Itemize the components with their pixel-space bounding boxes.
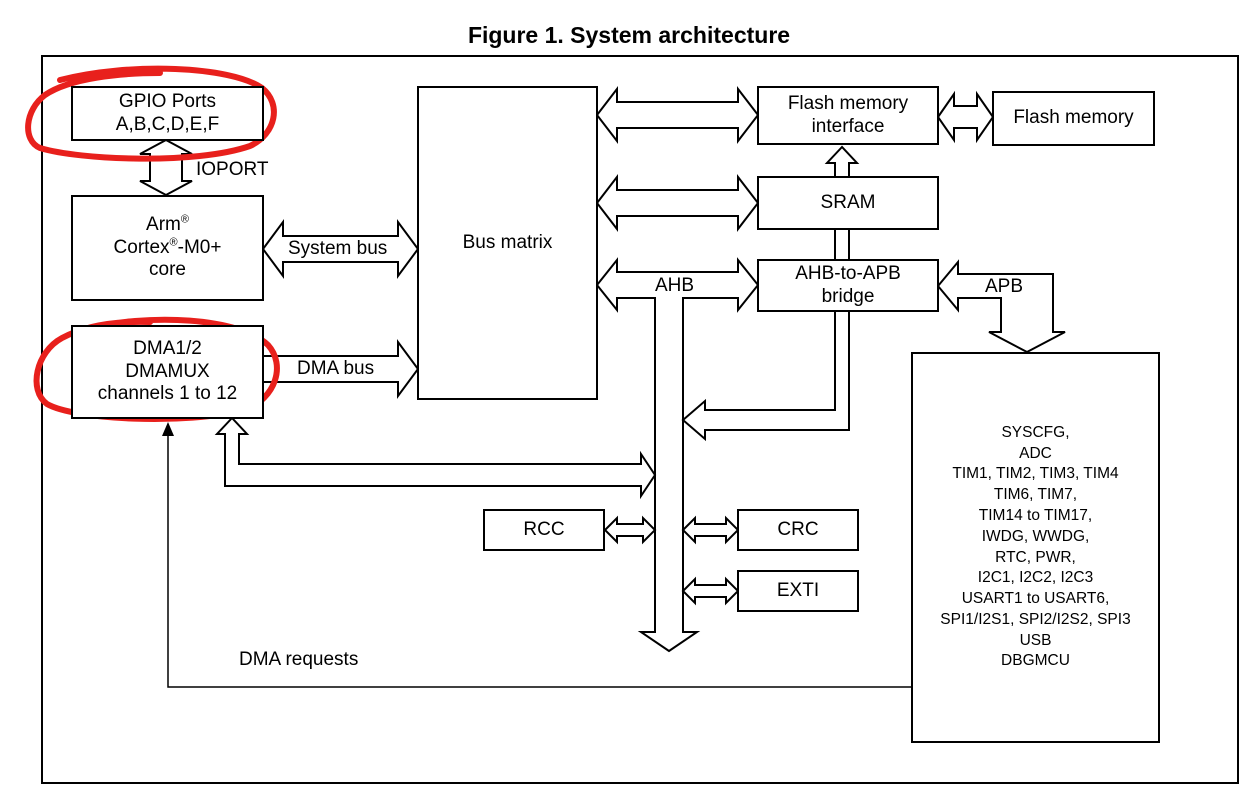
periph-syscfg: SYSCFG, xyxy=(1001,423,1070,441)
periph-tim6-7: TIM6, TIM7, xyxy=(993,486,1078,504)
flash-memory-block: Flash memory xyxy=(992,91,1155,146)
flash-if-line-2: interface xyxy=(811,115,885,137)
rcc-label: RCC xyxy=(523,518,565,540)
dma-requests-arrowhead xyxy=(162,422,174,436)
periph-adc: ADC xyxy=(1019,444,1052,462)
system-bus-label: System bus xyxy=(288,238,388,259)
core-line-2: Cortex®-M0+ xyxy=(114,237,222,260)
sram-block: SRAM xyxy=(757,176,939,230)
dma-requests-line xyxy=(167,434,912,688)
rcc-arrow xyxy=(603,515,657,545)
core-m0: -M0+ xyxy=(177,236,222,258)
periph-spi-i2s: SPI1/I2S1, SPI2/I2S2, SPI3 xyxy=(940,610,1131,628)
sram-arrow xyxy=(595,174,760,232)
dma-bus-label: DMA bus xyxy=(297,358,375,379)
annotation-circle-gpio xyxy=(25,65,277,162)
rcc-block: RCC xyxy=(483,509,605,551)
gpio-ports-block: GPIO Ports A,B,C,D,E,F xyxy=(71,86,264,141)
exti-label: EXTI xyxy=(776,579,820,601)
diagram-frame xyxy=(41,55,1239,784)
gpio-line-2: A,B,C,D,E,F xyxy=(115,113,220,135)
dma-ahb-arrow xyxy=(214,416,657,500)
exti-arrow xyxy=(681,576,740,606)
figure-title: Figure 1. System architecture xyxy=(467,22,791,48)
flash-if-line-1: Flash memory xyxy=(787,92,909,114)
periph-usart: USART1 to USART6, xyxy=(961,590,1110,608)
core-arm: Arm xyxy=(146,213,181,235)
bus-matrix-label: Bus matrix xyxy=(462,231,553,253)
core-reg-1: ® xyxy=(180,213,189,226)
periph-dbgmcu: DBGMCU xyxy=(1001,652,1070,670)
flash-interface-block: Flash memory interface xyxy=(757,86,939,145)
sram-flash-arrow xyxy=(824,145,860,178)
crc-block: CRC xyxy=(737,509,859,551)
core-reg-2: ® xyxy=(169,236,178,249)
gpio-line-1: GPIO Ports xyxy=(118,90,217,112)
exti-block: EXTI xyxy=(737,570,859,612)
flash-memory-label: Flash memory xyxy=(1013,107,1134,129)
cortex-core-block: Arm® Cortex®-M0+ core xyxy=(71,195,264,301)
core-line-3: core xyxy=(149,259,186,281)
core-line-1: Arm® xyxy=(146,214,189,237)
flash-interface-arrow xyxy=(595,86,760,144)
periph-usb: USB xyxy=(1019,631,1052,649)
ioport-label: IOPORT xyxy=(196,159,269,180)
bridge-line-1: AHB-to-APB xyxy=(795,262,901,284)
bridge-line-2: bridge xyxy=(821,285,875,307)
dma-line-3: channels 1 to 12 xyxy=(97,383,238,405)
ahb-apb-bridge-block: AHB-to-APB bridge xyxy=(757,259,939,312)
apb-peripherals-block: SYSCFG, ADC TIM1, TIM2, TIM3, TIM4 TIM6,… xyxy=(911,352,1160,743)
dma-line-2: DMAMUX xyxy=(125,360,210,382)
apb-ahb-arrow xyxy=(681,310,850,442)
crc-label: CRC xyxy=(777,518,819,540)
bus-matrix-block: Bus matrix xyxy=(417,86,598,400)
sram-label: SRAM xyxy=(820,191,876,213)
flash-memory-arrow xyxy=(936,90,995,144)
dma-bus-arrow xyxy=(262,338,420,400)
periph-i2c: I2C1, I2C2, I2C3 xyxy=(977,569,1094,587)
dma-requests-label: DMA requests xyxy=(239,649,359,670)
core-cortex: Cortex xyxy=(113,236,170,258)
periph-tim14-17: TIM14 to TIM17, xyxy=(978,506,1093,524)
periph-iwdg-wwdg: IWDG, WWDG, xyxy=(981,527,1090,545)
ioport-arrow xyxy=(139,138,193,197)
ahb-bus xyxy=(595,257,760,653)
dma-block: DMA1/2 DMAMUX channels 1 to 12 xyxy=(71,325,264,419)
dma-line-1: DMA1/2 xyxy=(133,337,202,359)
apb-label: APB xyxy=(985,276,1024,297)
crc-arrow xyxy=(681,515,740,545)
periph-tim1-4: TIM1, TIM2, TIM3, TIM4 xyxy=(952,465,1119,483)
ahb-label: AHB xyxy=(655,275,695,296)
periph-rtc-pwr: RTC, PWR, xyxy=(995,548,1076,566)
